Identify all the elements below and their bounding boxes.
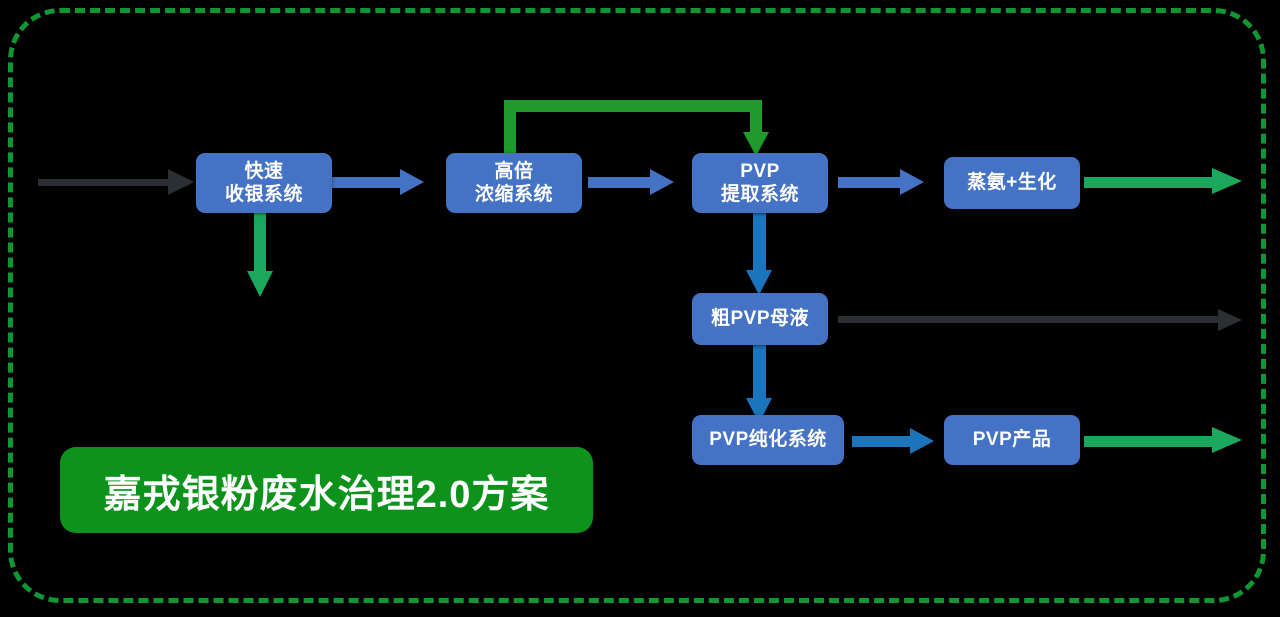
title-banner: 嘉戎银粉废水治理2.0方案: [60, 447, 593, 533]
node-ammonia-bio-label: 蒸氨+生化: [967, 172, 1057, 194]
node-pvp-extract[interactable]: PVP 提取系统: [692, 153, 828, 213]
node-concentrate[interactable]: 高倍 浓缩系统: [446, 153, 582, 213]
node-pvp-extract-line2: 提取系统: [720, 184, 799, 205]
node-pvp-product[interactable]: PVP产品: [944, 415, 1080, 465]
node-pvp-purify-label: PVP纯化系统: [709, 429, 827, 451]
node-ammonia-bio[interactable]: 蒸氨+生化: [944, 157, 1080, 209]
node-pvp-extract-line1: PVP: [740, 160, 780, 182]
node-concentrate-line2: 浓缩系统: [474, 184, 553, 205]
node-crude-pvp-label: 粗PVP母液: [710, 308, 810, 330]
node-concentrate-line1: 高倍: [494, 160, 534, 182]
node-fast-collect-line2: 收银系统: [224, 184, 303, 205]
node-fast-collect-line1: 快速: [244, 160, 284, 182]
node-pvp-purify[interactable]: PVP纯化系统: [692, 415, 844, 465]
node-crude-pvp[interactable]: 粗PVP母液: [692, 293, 828, 345]
node-pvp-product-label: PVP产品: [972, 429, 1052, 451]
node-fast-collect[interactable]: 快速 收银系统: [196, 153, 332, 213]
